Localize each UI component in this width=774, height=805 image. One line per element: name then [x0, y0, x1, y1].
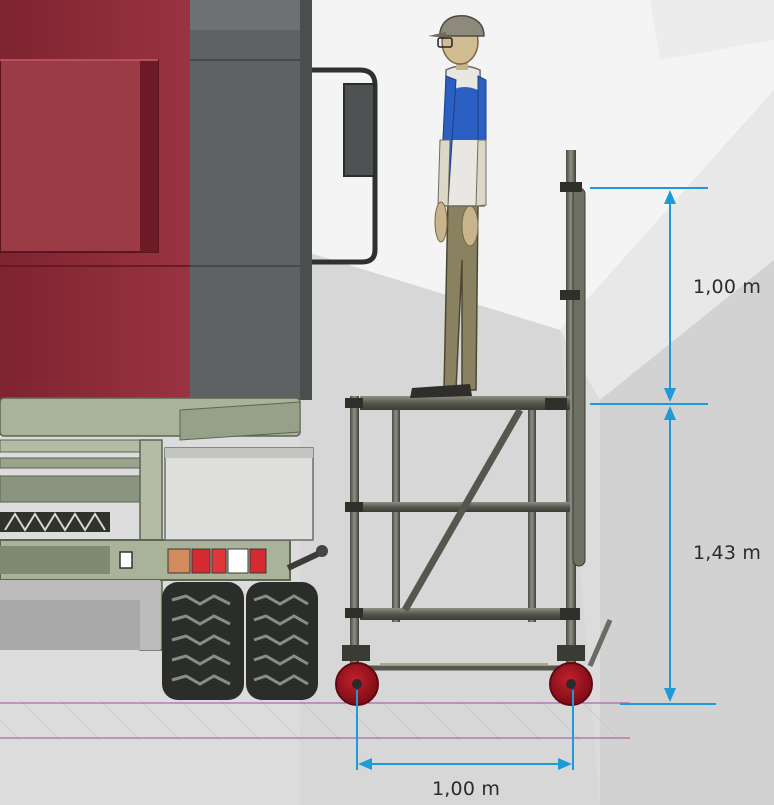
- worker-glasses: [437, 37, 453, 48]
- mobile-scaffold: [335, 150, 613, 706]
- scaffold-wheels: [335, 645, 593, 706]
- scaffold-brace-low: [360, 608, 570, 620]
- side-mirror: [343, 83, 375, 177]
- worker-cap: [439, 15, 485, 37]
- platform-deck: [360, 396, 570, 410]
- tail-light-red-1: [191, 548, 211, 574]
- ground-plane: [0, 700, 630, 740]
- scaffold-post-left: [350, 396, 359, 664]
- scaffold-post-right: [566, 150, 576, 664]
- vehicle-body-panel: [0, 59, 159, 253]
- tow-hitch: [286, 549, 324, 571]
- outrigger: [587, 619, 613, 667]
- wheelbase-width-label: 1,00 m: [432, 778, 501, 800]
- vehicle-cab-column: [190, 0, 312, 400]
- mud-flap: [164, 447, 314, 541]
- tail-light-red-2: [211, 548, 227, 574]
- guardrail-height-label: 1,00 m: [693, 276, 762, 298]
- tail-light-white: [227, 548, 249, 574]
- diagonal-brace: [401, 408, 524, 612]
- dimension-lines: [356, 187, 716, 770]
- worker-shoes: [410, 384, 472, 398]
- rear-tires: [162, 582, 318, 700]
- platform-height-label: 1,43 m: [693, 542, 762, 564]
- tail-light-amber: [167, 548, 191, 574]
- tail-light-red-3: [249, 548, 267, 574]
- vehicle: [0, 0, 378, 700]
- worker-figure: [410, 15, 487, 398]
- guardrail-panel: [572, 187, 586, 567]
